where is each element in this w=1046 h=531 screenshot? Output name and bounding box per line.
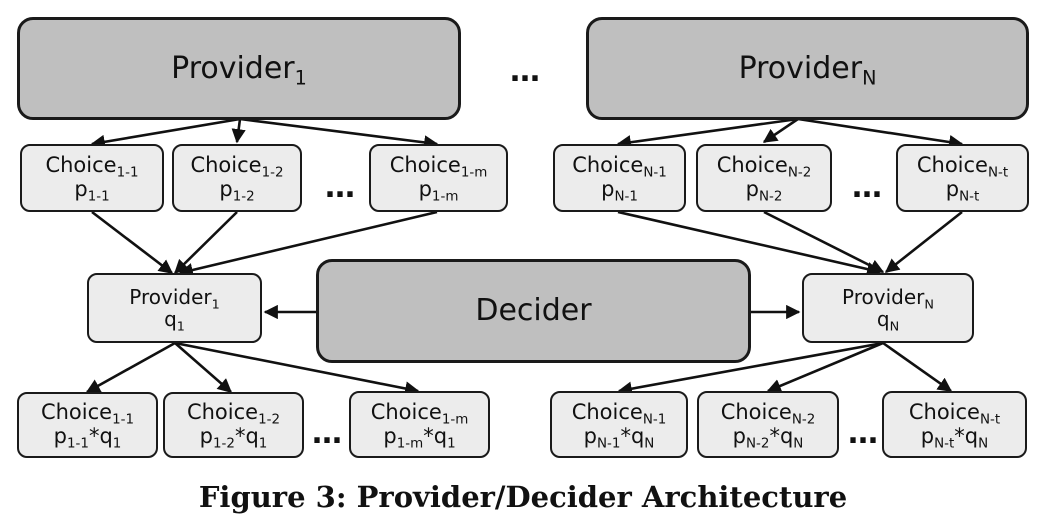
choice-1-1-prob: p1-1 (74, 177, 110, 205)
arrow-c11-to-prov1 (91, 210, 174, 275)
final-choice-1-2-box: Choice1-2 p1-2*q1 (163, 392, 304, 458)
arrow-provN-to-bNt (882, 341, 953, 393)
provider-n-top-label: ProviderN (738, 50, 877, 90)
arrow-prov1-to-b11 (85, 341, 176, 394)
provider-n-weight: qN (876, 307, 900, 335)
provider-n-mid-label: ProviderN (842, 284, 934, 313)
top-left-ellipsis: … (325, 170, 356, 205)
top-ellipsis: … (510, 54, 541, 89)
choice-n-t-box: ChoiceN-t pN-t (896, 144, 1029, 212)
bottom-left-ellipsis: … (312, 416, 343, 451)
final-choice-1-m-score: p1-m*q1 (383, 423, 456, 452)
provider-1-mid-box: Provider1 q1 (87, 273, 262, 343)
decider-box: Decider (316, 259, 751, 363)
choice-1-m-prob: p1-m (418, 177, 459, 205)
arrow-pN-to-cN1 (616, 117, 799, 150)
choice-n-2-prob: pN-2 (745, 177, 783, 205)
choice-1-1-box: Choice1-1 p1-1 (20, 144, 164, 212)
choice-1-2-box: Choice1-2 p1-2 (172, 144, 302, 212)
choice-n-1-label: ChoiceN-1 (572, 153, 667, 182)
bottom-right-ellipsis: … (848, 416, 879, 451)
choice-n-1-box: ChoiceN-1 pN-1 (553, 144, 686, 212)
arrow-p1-to-c11 (90, 117, 241, 149)
choice-n-1-prob: pN-1 (601, 177, 638, 205)
final-choice-n-1-box: ChoiceN-1 pN-1*qN (550, 391, 688, 458)
arrow-pN-to-cN2 (762, 117, 799, 144)
provider-1-mid-label: Provider1 (129, 284, 220, 313)
choice-1-2-prob: p1-2 (219, 177, 255, 205)
arrow-provN-to-bN1 (617, 341, 884, 396)
final-choice-1-1-box: Choice1-1 p1-1*q1 (17, 392, 158, 458)
final-choice-1-1-label: Choice1-1 (40, 400, 135, 429)
arrow-c12-to-prov1 (173, 211, 238, 275)
arrow-prov1-to-b1m (174, 341, 420, 396)
final-choice-n-t-label: ChoiceN-t (908, 399, 1001, 428)
final-choice-n-1-label: ChoiceN-1 (571, 399, 667, 428)
choice-n-t-prob: pN-t (945, 177, 980, 205)
final-choice-n-t-score: pN-t*qN (920, 423, 989, 452)
final-choice-n-2-score: pN-2*qN (732, 423, 804, 452)
choice-n-t-label: ChoiceN-t (916, 153, 1009, 182)
final-choice-n-t-box: ChoiceN-t pN-t*qN (882, 391, 1027, 458)
final-choice-1-2-score: p1-2*q1 (199, 424, 268, 452)
decider-label: Decider (475, 293, 592, 329)
final-choice-1-m-label: Choice1-m (370, 399, 469, 428)
choice-n-2-label: ChoiceN-2 (716, 153, 812, 182)
final-choice-1-2-label: Choice1-2 (186, 400, 281, 429)
arrow-cNt-to-provN (884, 210, 963, 274)
provider-1-weight: q1 (164, 307, 185, 335)
arrow-c1m-to-prov1 (178, 210, 438, 277)
top-right-ellipsis: … (852, 170, 883, 205)
choice-1-1-label: Choice1-1 (45, 153, 139, 182)
arrow-cN1-to-provN (617, 210, 882, 277)
choice-1-m-box: Choice1-m p1-m (369, 144, 508, 212)
final-choice-n-2-box: ChoiceN-2 pN-2*qN (697, 391, 839, 458)
final-choice-n-1-score: pN-1*qN (583, 423, 655, 452)
arrow-p1-to-c12 (231, 118, 246, 144)
arrow-provN-to-bN2 (766, 341, 884, 393)
arrow-prov1-to-b12 (174, 342, 233, 393)
arrow-cN2-to-provN (763, 210, 885, 274)
choice-1-m-label: Choice1-m (389, 153, 488, 182)
choice-n-2-box: ChoiceN-2 pN-2 (696, 144, 832, 212)
final-choice-n-2-label: ChoiceN-2 (720, 399, 816, 428)
provider-n-top-box: ProviderN (586, 17, 1029, 120)
final-choice-1-m-box: Choice1-m p1-m*q1 (349, 391, 490, 458)
final-choice-1-1-score: p1-1*q1 (53, 424, 122, 452)
arrow-pN-to-cNt (797, 117, 964, 150)
provider-1-top-label: Provider1 (171, 50, 307, 90)
provider-1-top-box: Provider1 (17, 17, 461, 120)
choice-1-2-label: Choice1-2 (190, 153, 284, 182)
figure-caption: Figure 3: Provider/Decider Architecture (198, 480, 848, 514)
provider-n-mid-box: ProviderN qN (802, 273, 974, 343)
arrow-p1-to-c1m (239, 117, 439, 150)
